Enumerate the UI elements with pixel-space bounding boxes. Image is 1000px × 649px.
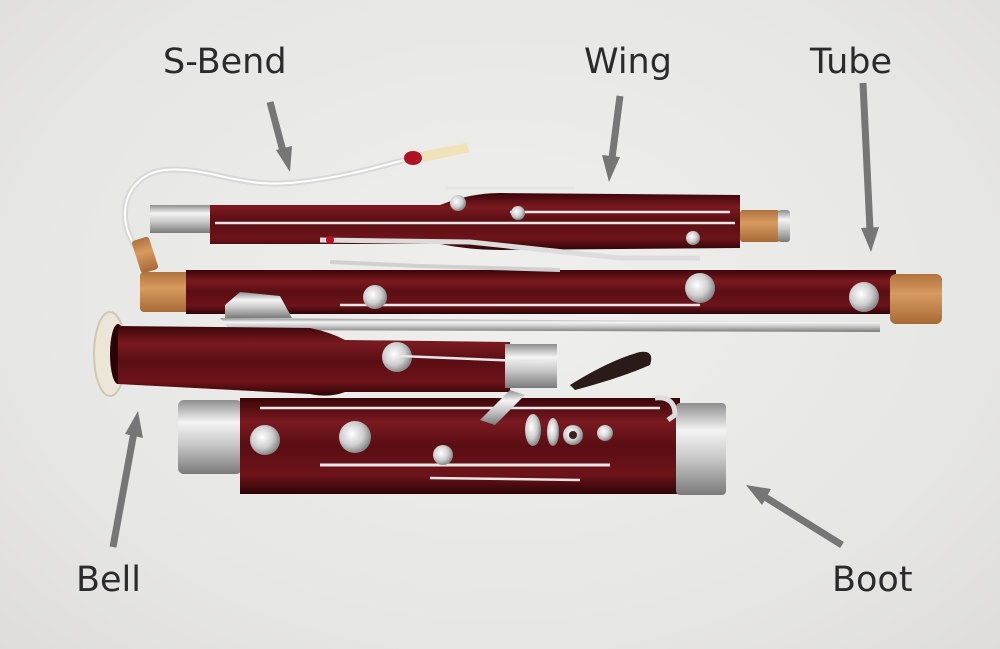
- boot-arrow-icon: [746, 485, 844, 548]
- label-wing: Wing: [584, 42, 672, 82]
- tube-part: [140, 260, 942, 332]
- bell-part: [93, 311, 557, 397]
- wing-arrow-icon: [602, 95, 624, 182]
- label-boot: Boot: [832, 560, 913, 600]
- arrows: [109, 82, 879, 548]
- s-bend-arrow-icon: [266, 101, 292, 172]
- label-bell: Bell: [76, 560, 141, 600]
- wing-part: [150, 186, 790, 261]
- s-bend-part: [122, 143, 470, 274]
- label-tube: Tube: [810, 42, 892, 82]
- boot-part: [178, 351, 726, 495]
- label-s-bend: S-Bend: [163, 42, 287, 82]
- tube-arrow-icon: [859, 82, 879, 252]
- bell-arrow-icon: [109, 411, 143, 548]
